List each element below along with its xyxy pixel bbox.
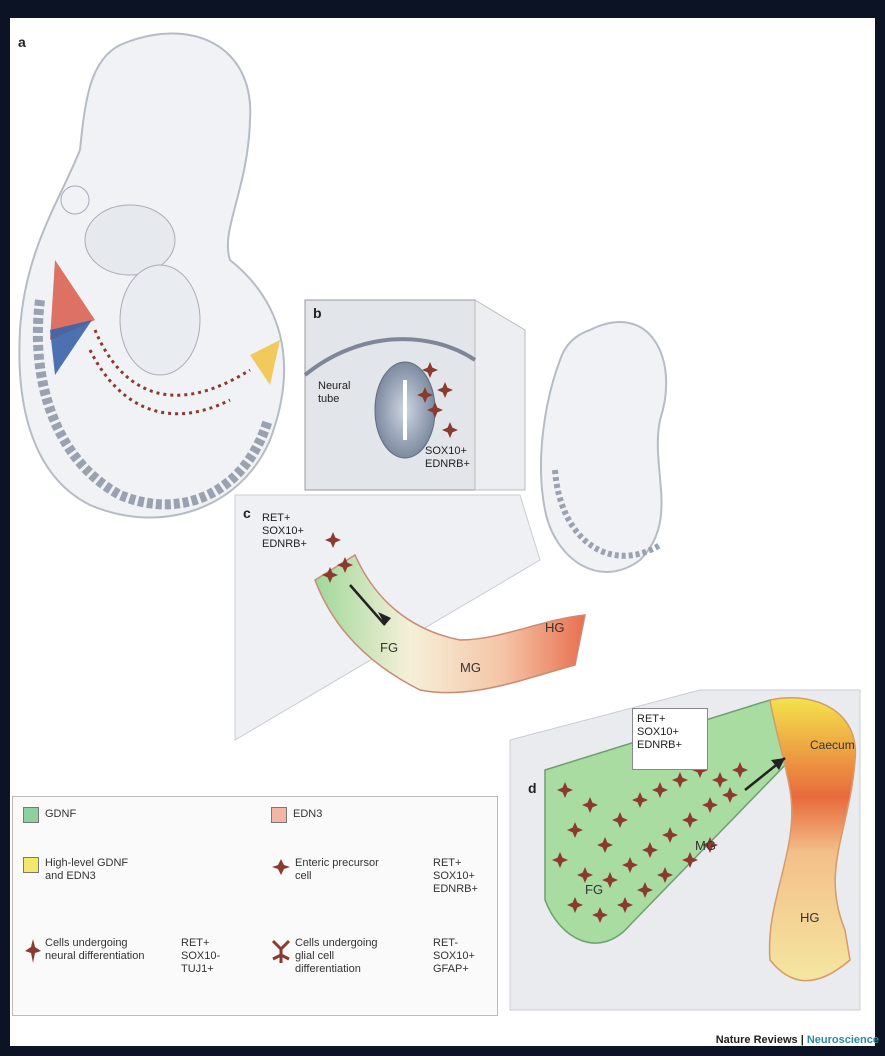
neural-differentiation-cell-icon <box>23 937 43 965</box>
panel-label-b: b <box>313 305 322 321</box>
panel-label-c: c <box>243 505 251 521</box>
legend-marker-glial-diff: RET- SOX10+ GFAP+ <box>433 937 475 976</box>
small-embryo <box>541 322 666 572</box>
legend-label-enteric-precursor: Enteric precursor cell <box>295 857 379 883</box>
gut-mg-label-c: MG <box>460 660 481 675</box>
glial-differentiation-cell-icon <box>269 937 293 965</box>
gut-fg-label-c: FG <box>380 640 398 655</box>
panel-label-a: a <box>18 34 26 50</box>
panel-d-markers: RET+ SOX10+ EDNRB+ <box>637 713 682 752</box>
legend-swatch-gdnf <box>23 807 39 823</box>
legend-swatch-high-level <box>23 857 39 873</box>
journal-name: Nature Reviews <box>716 1034 798 1046</box>
legend-marker-neural-diff: RET+ SOX10- TUJ1+ <box>181 937 220 976</box>
legend-label-high-level: High-level GDNF and EDN3 <box>45 857 128 883</box>
legend-label-gdnf: GDNF <box>45 808 76 821</box>
legend-label-glial-diff: Cells undergoing glial cell differentiat… <box>295 937 378 976</box>
panel-label-d: d <box>528 780 537 796</box>
gut-mg-label-d: MG <box>695 838 716 853</box>
panel-c-markers: RET+ SOX10+ EDNRB+ <box>262 512 307 551</box>
legend-swatch-edn3 <box>271 807 287 823</box>
gut-fg-label-d: FG <box>585 882 603 897</box>
journal-credit: Nature Reviews | Neuroscience <box>716 1034 879 1046</box>
panel-a-embryo <box>19 34 284 518</box>
neural-tube-label: Neural tube <box>318 380 350 406</box>
legend-label-neural-diff: Cells undergoing neural differentiation <box>45 937 144 963</box>
panel-d-marker-callout: RET+ SOX10+ EDNRB+ <box>632 708 708 770</box>
legend-label-edn3: EDN3 <box>293 808 322 821</box>
panel-b-markers: SOX10+ EDNRB+ <box>425 445 470 471</box>
legend-marker-enteric-precursor: RET+ SOX10+ EDNRB+ <box>433 857 478 896</box>
journal-section: Neuroscience <box>807 1034 879 1046</box>
legend: GDNF EDN3 High-level GDNF and EDN3 Enter… <box>12 796 498 1016</box>
enteric-precursor-cell-icon <box>271 857 291 877</box>
caecum-label: Caecum <box>810 738 855 753</box>
gut-hg-label-d: HG <box>800 910 820 925</box>
gut-hg-label-c: HG <box>545 620 565 635</box>
